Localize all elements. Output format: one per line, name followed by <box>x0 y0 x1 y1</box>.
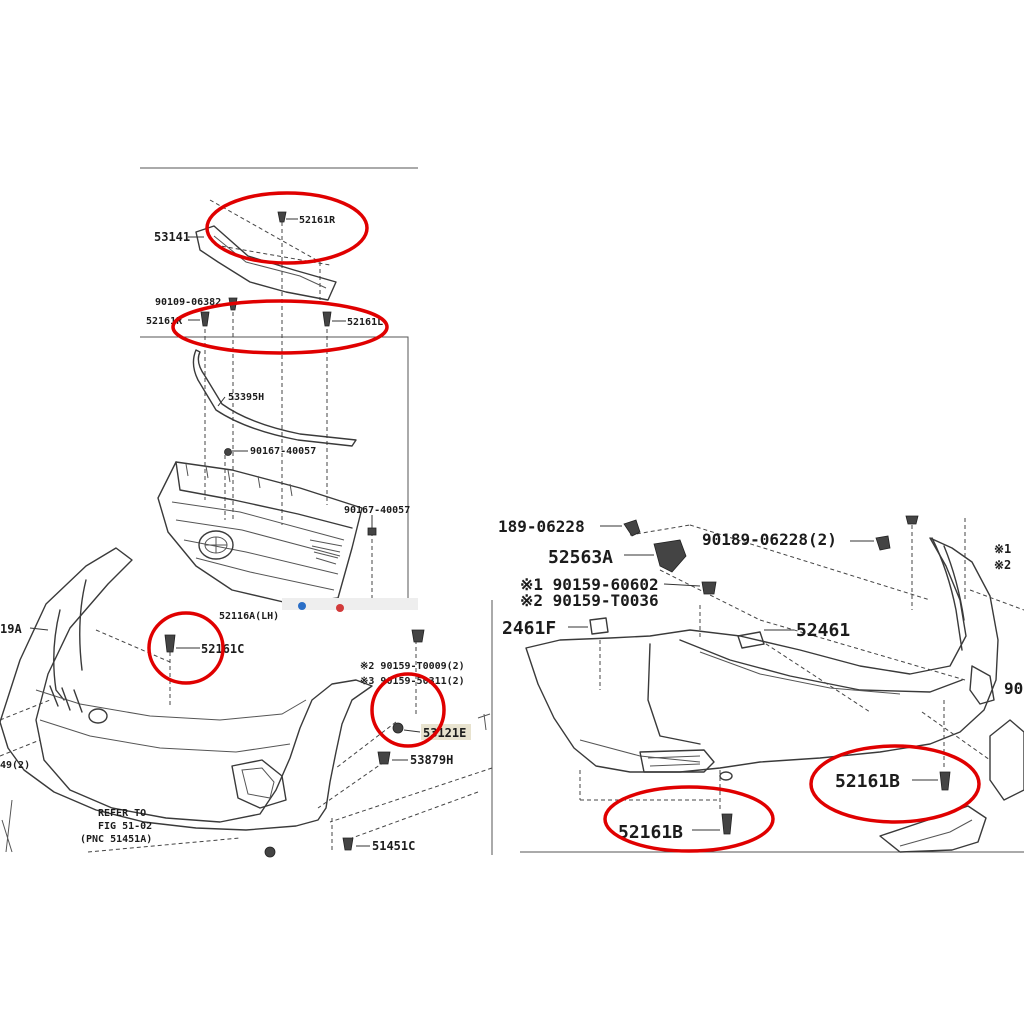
label-edge-note-1: ※1 <box>994 542 1011 556</box>
clip-icon-90167-b <box>367 527 377 536</box>
grille-panel: 53141 52161R 90109-06382 52161R 52161L 5… <box>140 167 418 610</box>
rear-bumper-panel: 189-06228 90189-06228(2) 52563A ※1 90159… <box>498 515 1024 853</box>
label-90167-b: 90167-40057 <box>344 505 410 516</box>
highlight-ring-52161r-52161l <box>171 299 389 355</box>
front-bumper-body <box>0 547 373 853</box>
junction-dot-red-icon <box>336 604 344 612</box>
clip-icon-90159 <box>411 629 425 643</box>
rear-guide-lines <box>579 518 1024 812</box>
part-icon-2461f <box>589 617 609 635</box>
bolt-icon-52161r-left <box>200 311 210 327</box>
highlight-ring-52161c <box>147 611 225 685</box>
label-52161r-top: 52161R <box>299 215 336 226</box>
label-53395h: 53395H <box>228 392 264 403</box>
grille-body <box>157 461 363 605</box>
highlight-ring-53121 <box>370 672 446 748</box>
clip-icon-51451c <box>342 837 354 851</box>
label-52563a: 52563A <box>548 547 613 568</box>
label-52461: 52461 <box>796 620 850 641</box>
rear-bumper-body <box>525 537 1024 853</box>
bolt-icon-52161r-top <box>277 211 287 223</box>
front-guide-lines <box>0 629 493 853</box>
label-189: 189-06228 <box>498 517 585 536</box>
bolt-icon-52161b-right <box>939 771 951 791</box>
label-90109: 90109-06382 <box>155 297 221 308</box>
label-53141: 53141 <box>154 230 190 244</box>
label-edge-note-2: ※2 <box>994 558 1011 572</box>
bolt-icon-52161l <box>322 311 332 327</box>
clip-icon-90159 <box>701 581 717 595</box>
clip-icon-53121 <box>392 722 404 734</box>
junction-dot-blue-icon <box>298 602 306 610</box>
clip-icon-90189 <box>875 535 891 551</box>
rear-leaders <box>568 525 938 831</box>
clip-icon-top-right <box>905 515 919 525</box>
label-90159-t0009: ※2 90159-T0009(2) <box>360 661 465 672</box>
label-52161b-left: 52161B <box>618 822 683 843</box>
label-52116a: 52116A(LH) <box>219 611 279 622</box>
grille-fasteners <box>200 211 377 536</box>
panel-frame <box>140 336 409 610</box>
label-49: 49(2) <box>0 760 30 771</box>
highlight-ring-52161b-right <box>809 744 981 824</box>
label-refer-1: REFER TO <box>98 808 146 819</box>
front-bumper-panel: 19A 52116A(LH) 52161C ※2 90159-T0009(2) … <box>0 547 493 858</box>
label-refer-3: (PNC 51451A) <box>80 834 152 845</box>
front-fasteners <box>164 629 491 858</box>
label-90159-t0036: ※2 90159-T0036 <box>520 591 659 610</box>
upper-cover-detail <box>213 235 327 289</box>
bracket-icon-52563a <box>653 539 687 573</box>
rear-fasteners <box>589 515 951 835</box>
molding-strip-53395h <box>192 349 357 447</box>
label-2461f: 2461F <box>502 618 556 639</box>
part-icon-52461 <box>737 631 765 649</box>
label-90167-a: 90167-40057 <box>250 446 316 457</box>
bolt-icon-52161b-left <box>721 813 733 835</box>
clip-icon-lower <box>264 846 276 858</box>
label-53879h: 53879H <box>410 753 453 767</box>
highlight-ring-52161b-left <box>603 785 775 853</box>
clip-icon-53879h <box>377 751 391 765</box>
highlight-rings <box>147 191 981 853</box>
panel-junction-strip <box>282 598 418 610</box>
highlight-ring-52161r-top <box>205 191 369 265</box>
label-90189: 90189-06228(2) <box>702 530 837 549</box>
label-90159-60602: ※1 90159-60602 <box>520 575 659 594</box>
guide-lines <box>204 199 373 600</box>
label-refer-2: FIG 51-02 <box>98 821 152 832</box>
grille-leaders <box>188 218 373 528</box>
label-edge-90: 90 <box>1004 679 1023 698</box>
label-52161l: 52161L <box>347 317 383 328</box>
label-19a: 19A <box>0 622 22 636</box>
bolt-icon-52161c <box>164 634 176 653</box>
label-52161r-left: 52161R <box>146 316 183 327</box>
label-51451c: 51451C <box>372 839 415 853</box>
clip-icon-edge <box>477 713 491 731</box>
label-90159-50311: ※3 90159-50311(2) <box>360 676 465 687</box>
clip-icon-189 <box>623 519 641 537</box>
label-52161b-right: 52161B <box>835 771 900 792</box>
upper-cover-53141 <box>195 225 337 301</box>
front-leaders <box>29 627 421 847</box>
clip-icon-90167-a <box>224 448 232 456</box>
